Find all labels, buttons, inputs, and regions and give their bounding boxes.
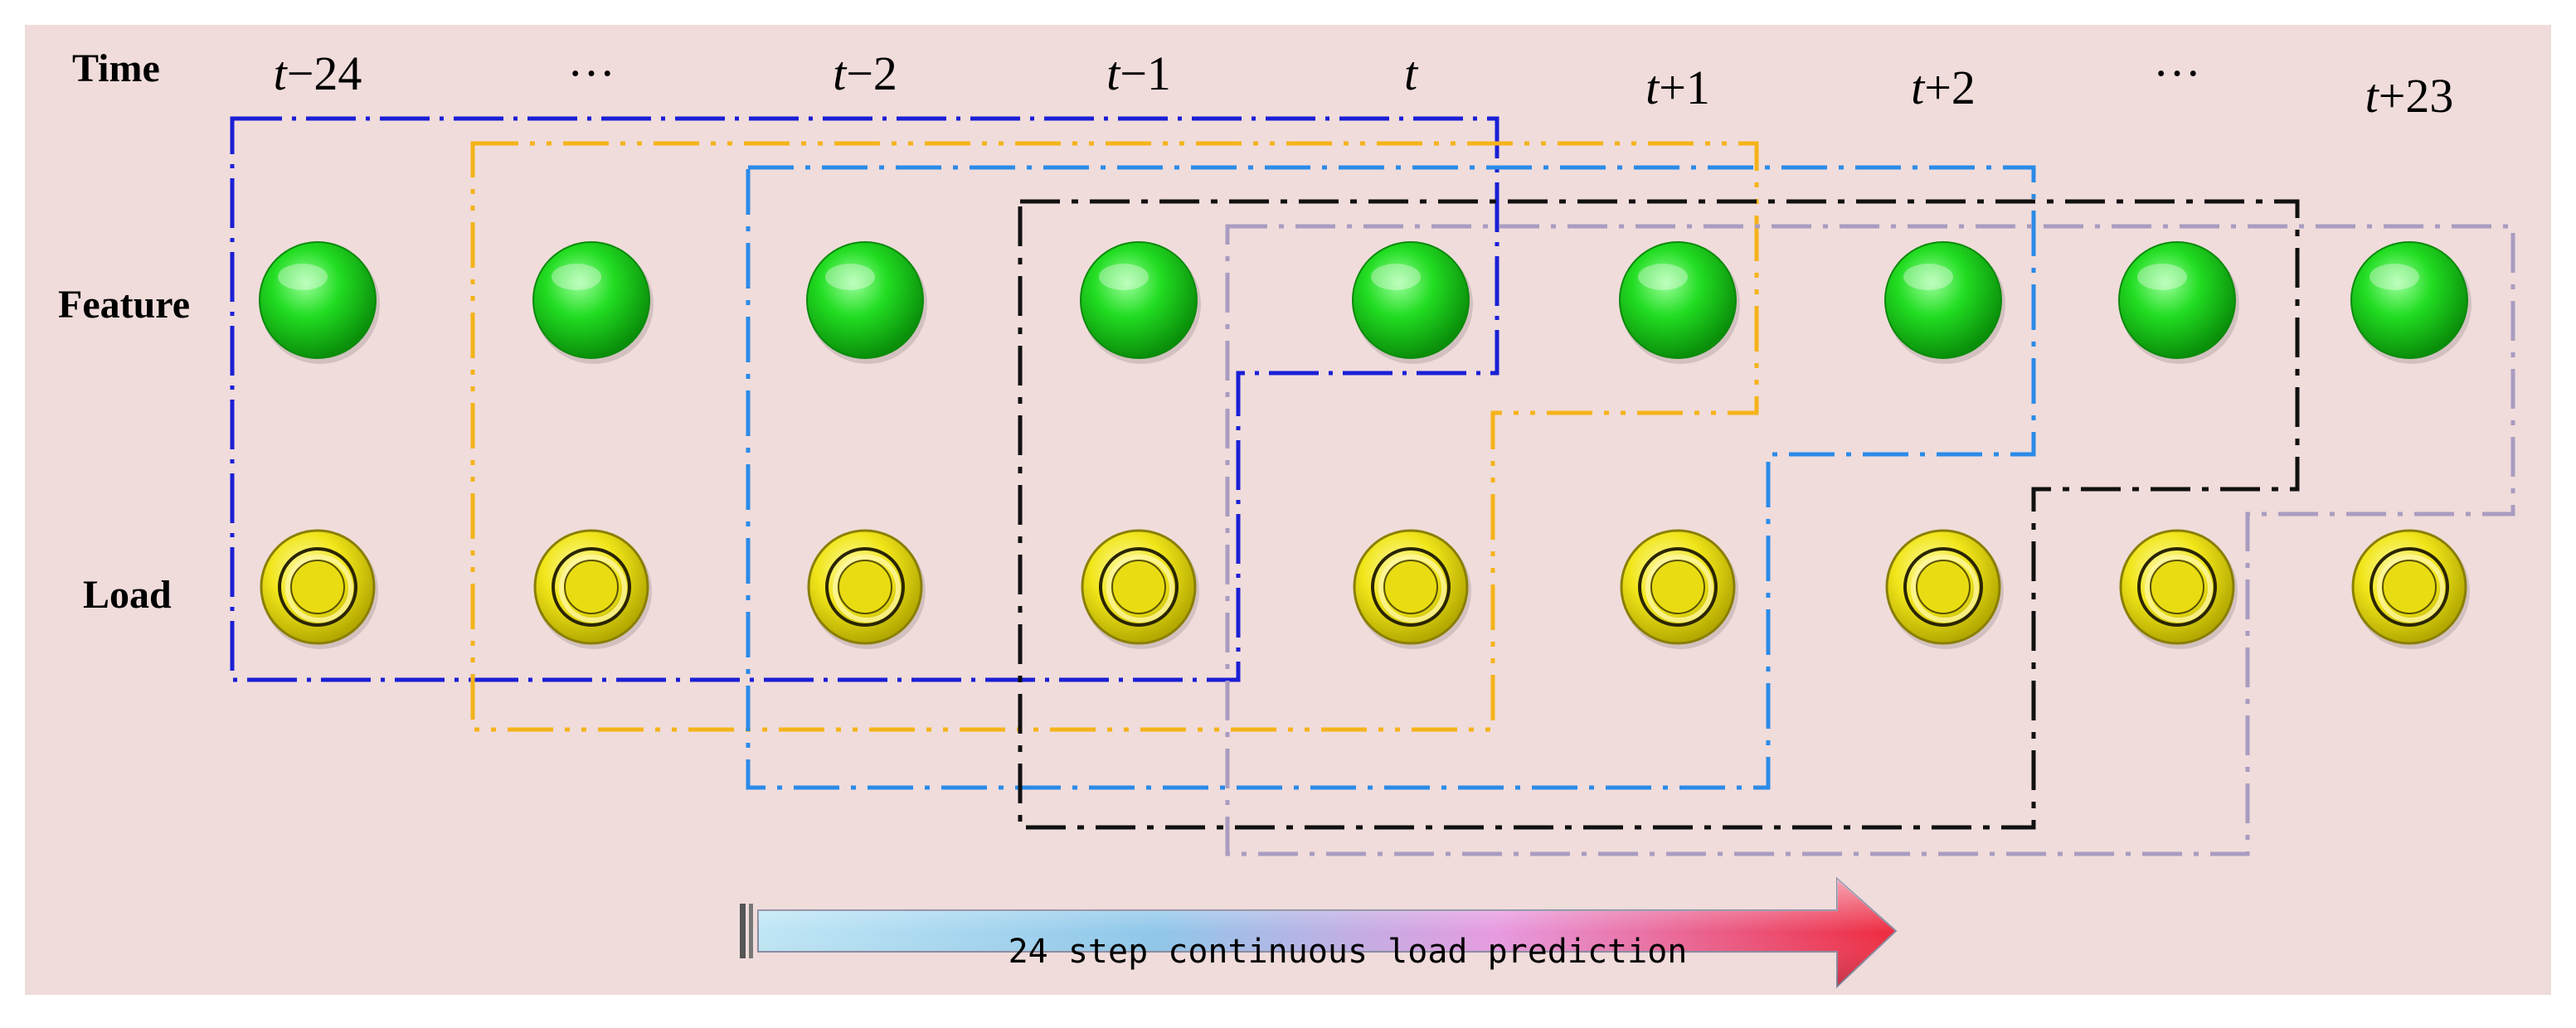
feature-node <box>259 241 380 364</box>
feature-node <box>1619 241 1740 364</box>
arrow-label: 24 step continuous load prediction <box>1008 933 1688 971</box>
load-node <box>2351 529 2470 649</box>
time-step-label: t <box>1403 46 1418 100</box>
feature-node <box>1884 241 2005 364</box>
feature-node <box>1352 241 1473 364</box>
feature-node <box>532 241 654 364</box>
time-step-label: t+1 <box>1645 61 1710 114</box>
feature-node <box>2350 241 2472 364</box>
load-row-label: Load <box>83 573 172 617</box>
load-node <box>260 529 378 649</box>
sliding-window-outline <box>230 116 1499 682</box>
time-step-label: t+2 <box>1911 61 1976 114</box>
load-node <box>533 529 652 649</box>
arrow-tail-bar <box>740 904 746 958</box>
load-node <box>1081 529 1199 649</box>
load-node <box>1353 529 1471 649</box>
sliding-window-outline <box>470 141 1759 732</box>
arrow-tail-bar <box>749 904 753 958</box>
feature-node <box>2118 241 2239 364</box>
load-node <box>807 529 926 649</box>
prediction-arrow <box>740 876 1898 989</box>
sliding-window-outline <box>1225 224 2515 856</box>
load-node <box>2119 529 2238 649</box>
sliding-window-outline <box>1018 199 2300 830</box>
nodes <box>259 241 2472 649</box>
load-node <box>1885 529 2004 649</box>
feature-node <box>1080 241 1201 364</box>
sliding-window-outline <box>746 165 2036 790</box>
time-row-label: Time <box>72 46 160 90</box>
time-step-label: ··· <box>2153 46 2201 100</box>
time-step-label: t+23 <box>2365 69 2454 123</box>
sliding-windows <box>230 116 2515 856</box>
load-node <box>1620 529 1738 649</box>
feature-row-label: Feature <box>58 283 191 327</box>
time-step-label: ··· <box>567 46 615 100</box>
sliding-window-diagram <box>230 116 2515 989</box>
diagram-panel: Time Feature Load t−24 ··· t−2 t−1 t t+1 t+2 ··… <box>25 25 2551 995</box>
time-step-label: t−1 <box>1106 46 1171 100</box>
time-step-label: t−24 <box>273 46 362 100</box>
feature-node <box>806 241 927 364</box>
arrow-shade <box>758 879 1896 987</box>
time-step-label: t−2 <box>833 46 897 100</box>
